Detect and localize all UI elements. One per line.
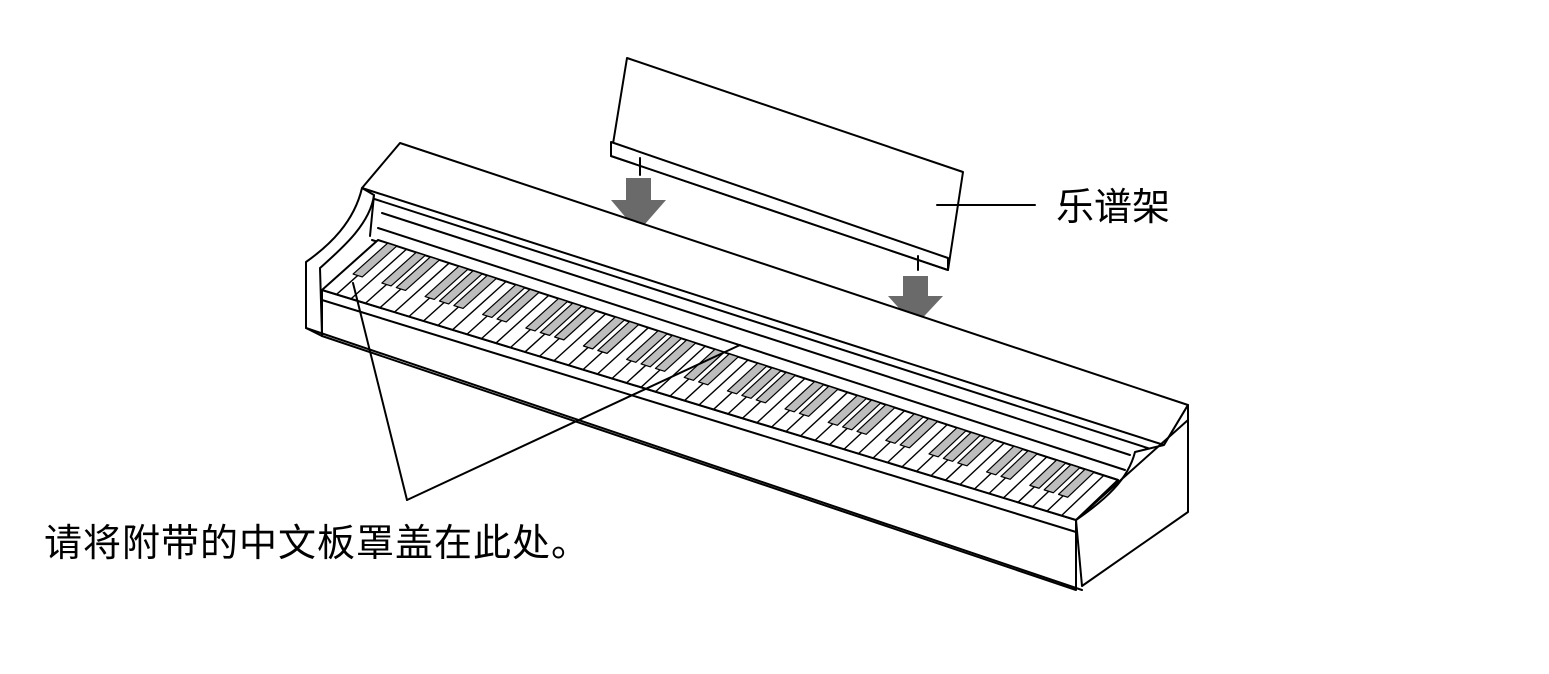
black-keys	[352, 242, 1095, 498]
white-key-divider	[959, 442, 1005, 486]
black-key	[525, 297, 569, 332]
white-key-divider	[393, 262, 450, 313]
black-key	[798, 385, 839, 417]
black-key	[453, 274, 497, 310]
black-key	[899, 417, 939, 449]
piano-body	[305, 142, 1189, 591]
black-key	[841, 399, 882, 431]
leader-lines	[352, 204, 1036, 501]
black-key	[1057, 468, 1095, 498]
black-key	[654, 339, 697, 372]
black-key	[1000, 450, 1038, 480]
white-key-divider	[495, 294, 550, 344]
white-key-divider	[596, 326, 650, 375]
white-key-divider	[553, 313, 607, 362]
black-key	[438, 270, 483, 305]
fallboard-line-2	[377, 227, 1126, 471]
black-key	[381, 251, 426, 287]
black-key	[640, 334, 683, 368]
black-key	[726, 362, 768, 395]
black-key	[985, 445, 1024, 476]
cover-instruction-label: 请将附带的中文板罩盖在此处。	[44, 521, 591, 565]
white-key-divider	[799, 391, 849, 437]
black-key	[942, 431, 981, 462]
white-key-divider	[1075, 479, 1119, 521]
black-key	[928, 427, 967, 458]
black-key	[496, 288, 540, 323]
white-key-divider	[698, 359, 749, 406]
white-key-divider	[857, 410, 906, 455]
black-key	[352, 242, 398, 278]
leader-cover-right	[406, 344, 741, 501]
black-key	[597, 321, 640, 354]
black-key	[582, 316, 626, 350]
left-cheek-inner	[369, 194, 375, 237]
black-key	[626, 330, 668, 363]
right-cheek	[1075, 404, 1189, 587]
white-key-divider	[1002, 456, 1048, 499]
black-key	[741, 367, 782, 399]
black-key	[698, 353, 739, 386]
music-stand-ledge	[610, 141, 949, 271]
fallboard-line-1	[381, 212, 1131, 456]
black-key	[482, 284, 526, 319]
black-key	[539, 302, 583, 336]
black-key	[856, 404, 896, 435]
white-key-divider	[901, 423, 948, 468]
black-key	[755, 371, 796, 404]
leader-cover-left	[352, 282, 408, 501]
black-key	[885, 413, 924, 444]
black-key	[784, 381, 825, 413]
music-stand	[610, 57, 964, 271]
black-key	[424, 265, 469, 301]
bottom-edge	[305, 327, 1083, 591]
white-key-divider	[350, 248, 408, 300]
black-key	[1043, 464, 1081, 494]
black-key	[1029, 459, 1067, 489]
white-key-divider	[654, 345, 707, 393]
music-stand-label: 乐谱架	[1056, 185, 1171, 229]
white-key-divider	[1060, 474, 1105, 517]
white-key-divider	[321, 239, 379, 291]
black-key	[554, 307, 597, 341]
white-key-divider	[756, 377, 806, 424]
top-panel-front-edge	[361, 194, 1161, 453]
front-rail-line	[321, 299, 1077, 533]
black-key	[827, 394, 868, 426]
insert-arrows	[611, 178, 943, 326]
black-key	[395, 256, 441, 292]
arrow-down-left-icon	[611, 178, 666, 232]
arrow-down-right-icon	[888, 276, 943, 326]
white-key-divider	[451, 280, 507, 331]
black-key	[957, 436, 996, 467]
